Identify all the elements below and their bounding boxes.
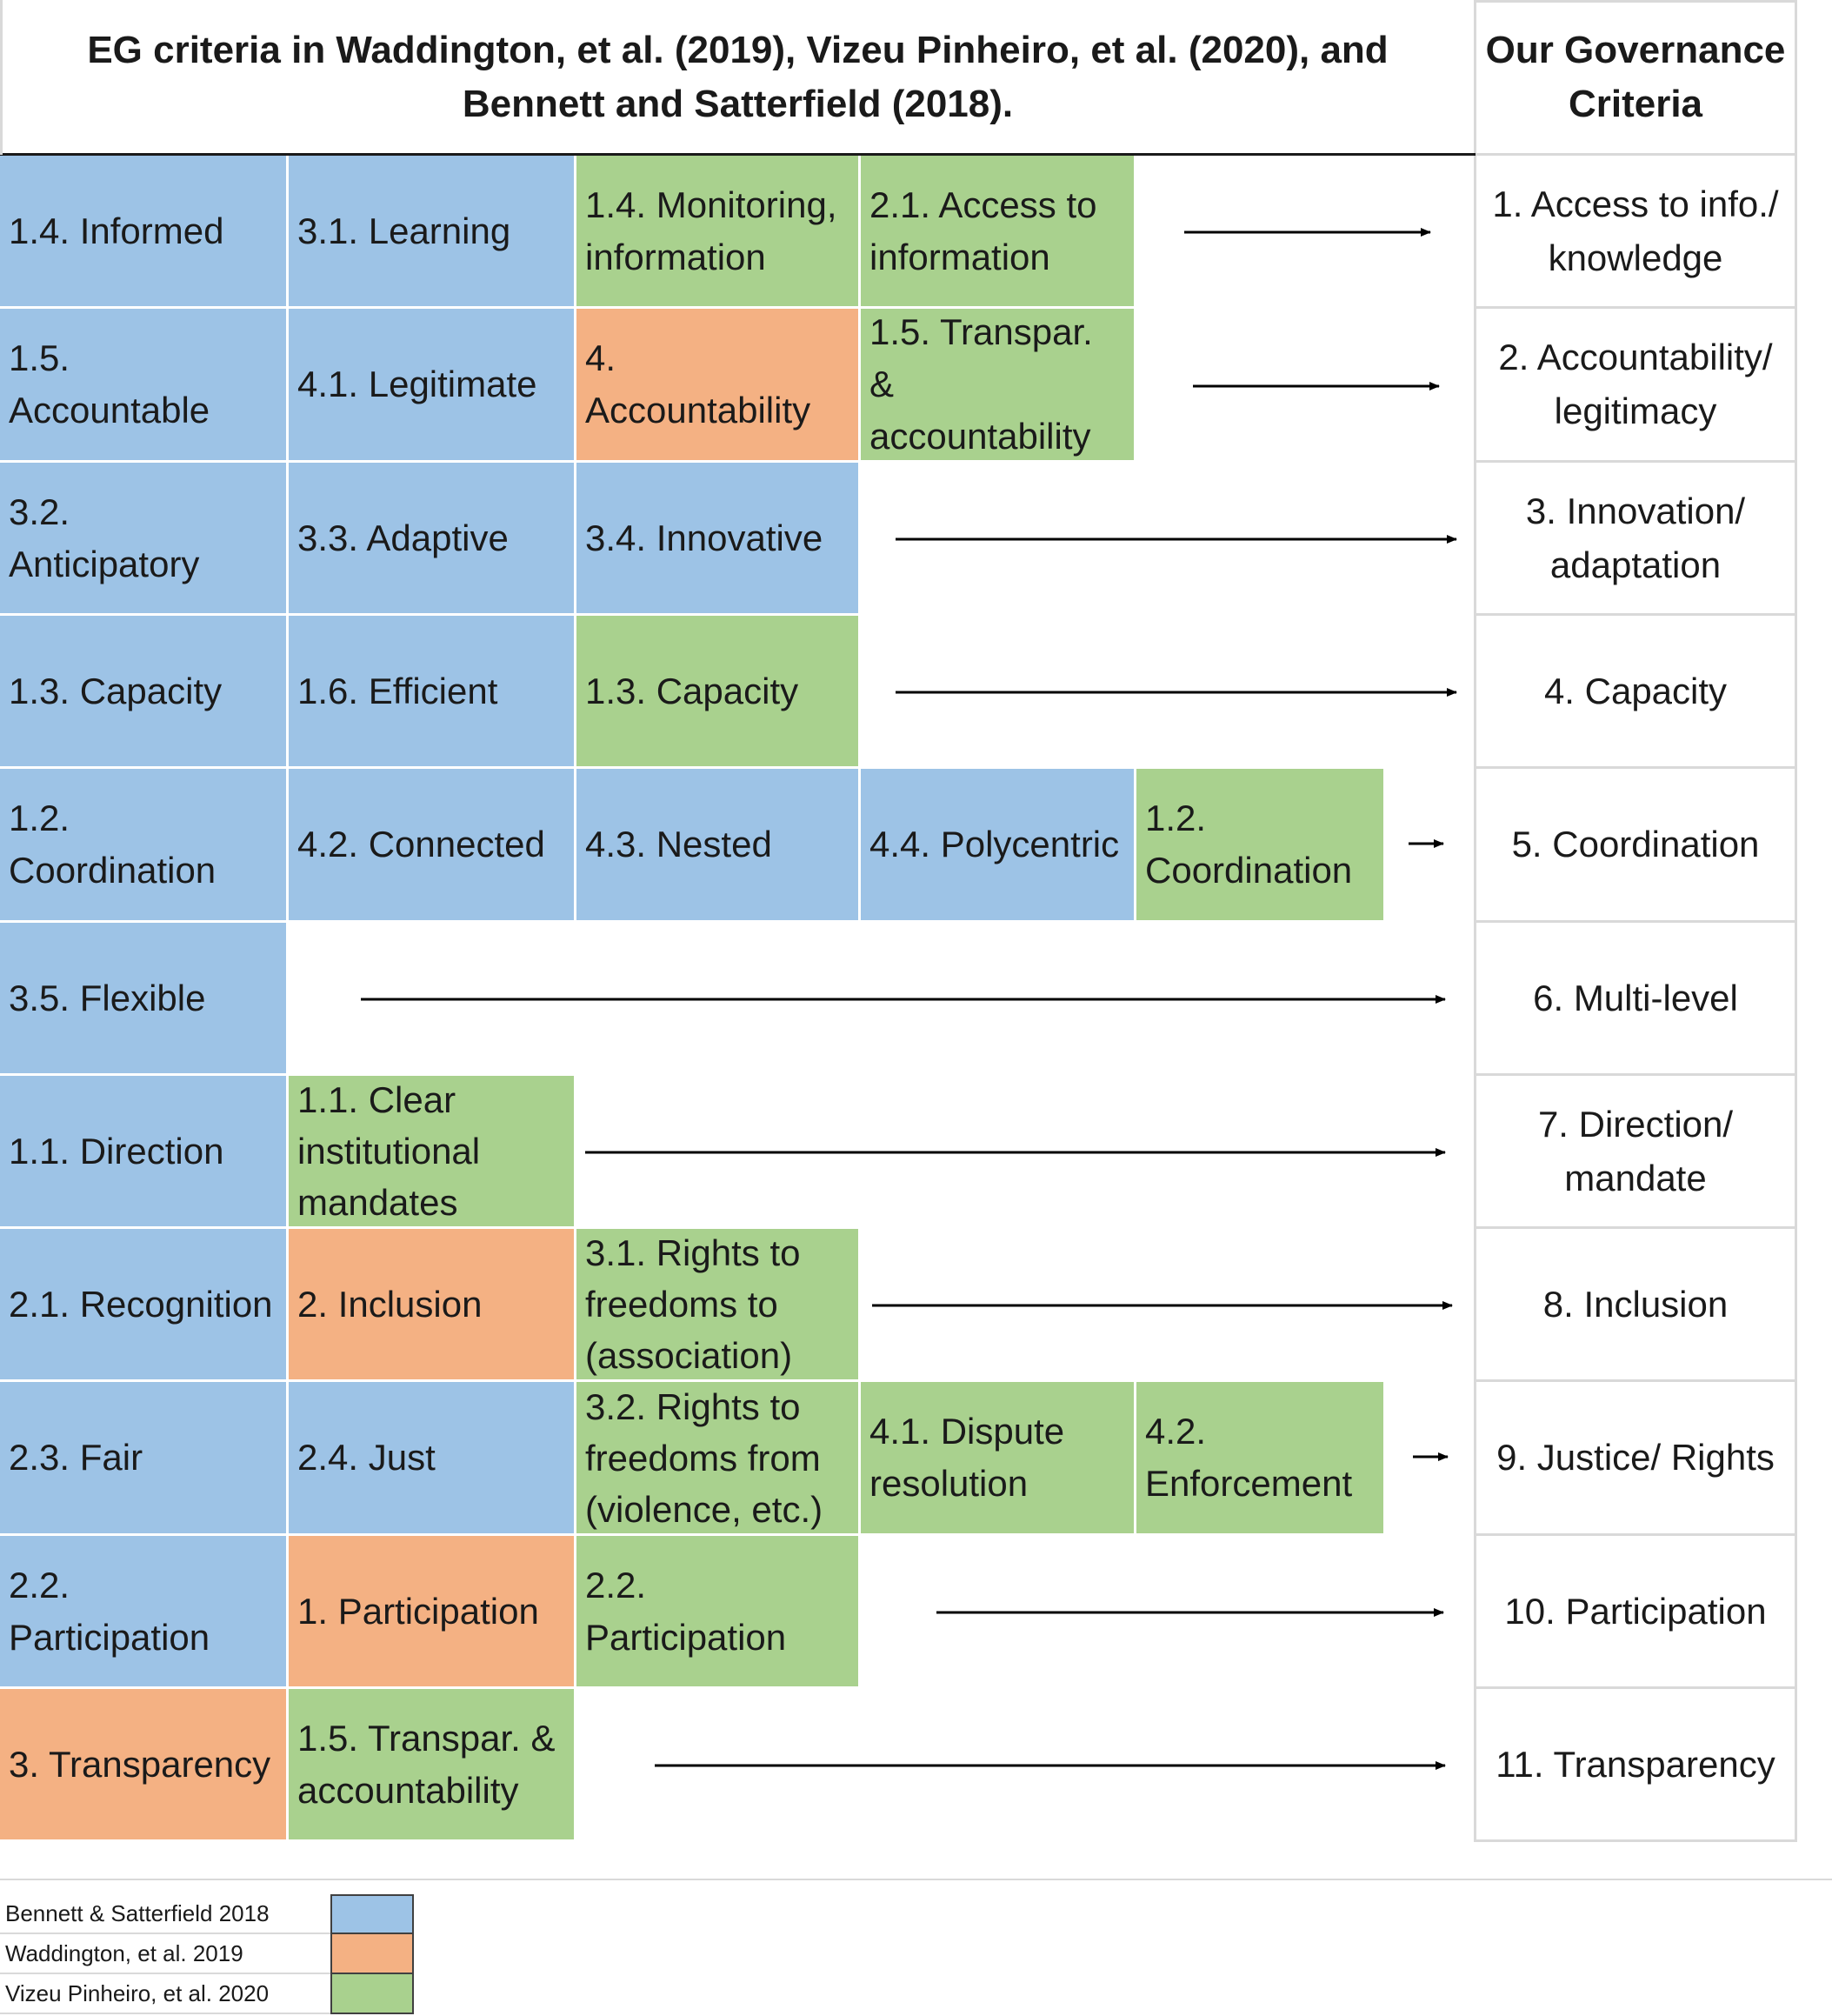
left-header-title: EG criteria in Waddington, et al. (2019)… <box>87 29 1389 125</box>
criterion-cell: 3.2. Anticipatory <box>0 463 289 616</box>
criterion-cell: 2.1. Recognition <box>0 1229 289 1382</box>
governance-criterion-cell: 5. Coordination <box>1476 769 1795 923</box>
criterion-cell: 1.2. Coordination <box>1136 769 1386 923</box>
criterion-cell: 2.2. Participation <box>0 1536 289 1689</box>
governance-criterion-cell: 10. Participation <box>1476 1536 1795 1689</box>
footer-rule <box>0 1879 1832 1880</box>
legend-label: Bennett & Satterfield 2018 <box>0 1894 330 1934</box>
criterion-cell: 2.2. Participation <box>576 1536 861 1689</box>
legend-swatch <box>330 1973 414 2014</box>
criterion-cell: 2.3. Fair <box>0 1382 289 1536</box>
governance-criterion-cell: 4. Capacity <box>1476 616 1795 769</box>
criterion-cell: 2.1. Access to information <box>861 156 1136 309</box>
criterion-cell: 4.4. Polycentric <box>861 769 1136 923</box>
right-column-frame <box>1474 0 1797 1842</box>
criterion-cell: 1.3. Capacity <box>576 616 861 769</box>
criterion-cell: 3. Transparency <box>0 1689 289 1842</box>
governance-criterion-cell: 8. Inclusion <box>1476 1229 1795 1382</box>
criterion-cell: 1.1. Direction <box>0 1076 289 1229</box>
governance-criterion-cell: 2. Accountability/ legitimacy <box>1476 309 1795 463</box>
legend-label: Waddington, et al. 2019 <box>0 1934 330 1974</box>
criterion-cell: 1.4. Monitoring, information <box>576 156 861 309</box>
criterion-cell: 1.5. Accountable <box>0 309 289 463</box>
criterion-cell: 4.2. Connected <box>289 769 576 923</box>
criterion-cell: 3.2. Rights to freedoms from (violence, … <box>576 1382 861 1536</box>
header-left-rule <box>0 0 3 155</box>
criterion-cell: 1.6. Efficient <box>289 616 576 769</box>
criterion-cell: 4.1. Legitimate <box>289 309 576 463</box>
legend-label: Vizeu Pinheiro, et al. 2020 <box>0 1974 330 2014</box>
right-header-title: Our Governance Criteria <box>1485 29 1786 125</box>
governance-criterion-cell: 11. Transparency <box>1476 1689 1795 1842</box>
criterion-cell: 3.4. Innovative <box>576 463 861 616</box>
right-header-bottom-rule <box>1476 153 1795 156</box>
governance-criterion-cell: 6. Multi-level <box>1476 923 1795 1076</box>
governance-criterion-cell: 1. Access to info./ knowledge <box>1476 156 1795 309</box>
criterion-cell: 1.2. Coordination <box>0 769 289 923</box>
criterion-cell: 3.3. Adaptive <box>289 463 576 616</box>
criterion-cell: 1. Participation <box>289 1536 576 1689</box>
criterion-cell: 4.3. Nested <box>576 769 861 923</box>
legend-swatch <box>330 1933 414 1974</box>
criterion-cell: 1.3. Capacity <box>0 616 289 769</box>
criterion-cell: 3.1. Rights to freedoms to (association) <box>576 1229 861 1382</box>
criterion-cell: 1.1. Clear institutional mandates <box>289 1076 576 1229</box>
criterion-cell: 4.1. Dispute resolution <box>861 1382 1136 1536</box>
governance-criterion-cell: 3. Innovation/ adaptation <box>1476 463 1795 616</box>
criterion-cell: 3.1. Learning <box>289 156 576 309</box>
governance-criterion-cell: 9. Justice/ Rights <box>1476 1382 1795 1536</box>
criterion-cell: 3.5. Flexible <box>0 923 289 1076</box>
legend-swatch <box>330 1894 414 1934</box>
criterion-cell: 1.5. Transpar. & accountability <box>289 1689 576 1842</box>
criterion-cell: 1.5. Transpar. & accountability <box>861 309 1136 463</box>
criterion-cell: 2. Inclusion <box>289 1229 576 1382</box>
header-bottom-rule <box>0 153 1476 156</box>
criterion-cell: 4. Accountability <box>576 309 861 463</box>
criterion-cell: 2.4. Just <box>289 1382 576 1536</box>
criterion-cell: 1.4. Informed <box>0 156 289 309</box>
governance-criterion-cell: 7. Direction/ mandate <box>1476 1076 1795 1229</box>
criterion-cell: 4.2. Enforcement <box>1136 1382 1386 1536</box>
